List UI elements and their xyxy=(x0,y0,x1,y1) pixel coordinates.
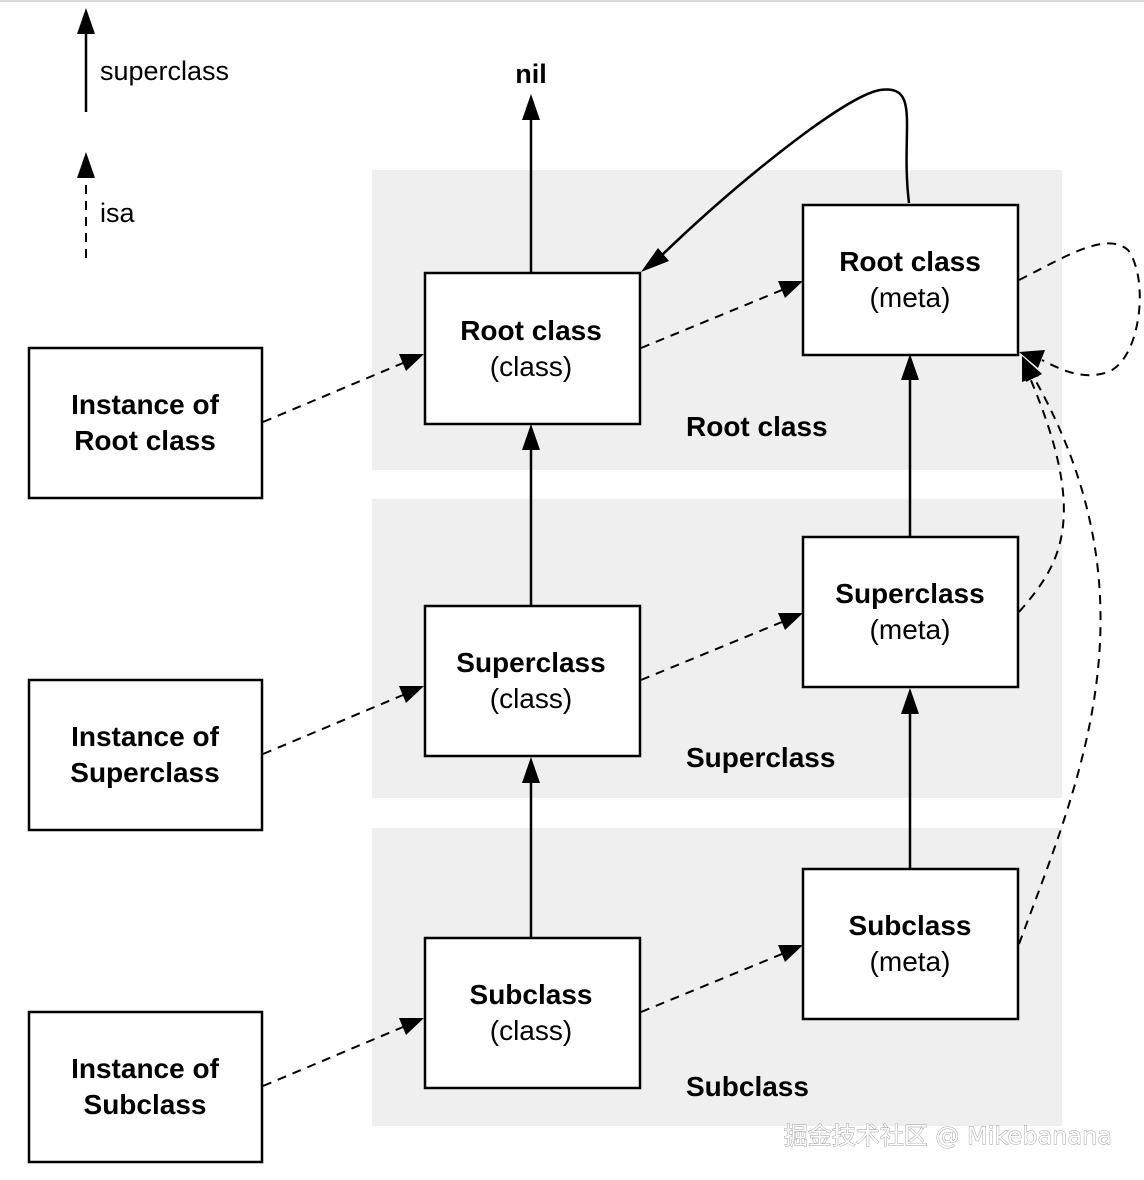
legend-isa: isa xyxy=(77,152,135,258)
nil-label: nil xyxy=(515,59,547,89)
class-root-box: Root class (class) xyxy=(423,271,642,426)
class-subclass-box: Subclass (class) xyxy=(423,936,642,1090)
meta-subclass-name: Subclass xyxy=(849,910,972,941)
class-subclass-name: Subclass xyxy=(470,979,593,1010)
instance-root-line1: Instance of xyxy=(71,389,219,420)
watermark-text: 掘金技术社区 @ Mikebanana xyxy=(784,1122,1112,1150)
class-superclass-name: Superclass xyxy=(456,647,605,678)
legend-superclass-label: superclass xyxy=(100,56,229,86)
instance-subclass-line2: Subclass xyxy=(84,1089,207,1120)
instance-superclass-line2: Superclass xyxy=(70,757,219,788)
superclass-arrows xyxy=(522,88,919,937)
meta-root-name: Root class xyxy=(839,246,981,277)
meta-superclass-name: Superclass xyxy=(835,578,984,609)
meta-superclass-kind: (meta) xyxy=(870,614,951,645)
class-root-name: Root class xyxy=(460,315,602,346)
instance-root-line2: Root class xyxy=(74,425,216,456)
meta-root-kind: (meta) xyxy=(870,282,951,313)
class-subclass-kind: (class) xyxy=(490,1015,572,1046)
isa-arrows xyxy=(262,242,1141,1087)
band-label-superclass: Superclass xyxy=(686,742,835,773)
instance-superclass-line1: Instance of xyxy=(71,721,219,752)
meta-subclass-box: Subclass (meta) xyxy=(801,867,1020,1021)
instance-superclass-box: Instance of Superclass xyxy=(27,678,264,832)
instance-subclass-box: Instance of Subclass xyxy=(27,1010,264,1164)
band-label-root: Root class xyxy=(686,411,828,442)
instance-subclass-line1: Instance of xyxy=(71,1053,219,1084)
legend-superclass: superclass xyxy=(77,8,229,112)
band-label-subclass: Subclass xyxy=(686,1071,809,1102)
top-border-line xyxy=(0,0,1144,2)
class-superclass-box: Superclass (class) xyxy=(423,604,642,758)
meta-root-box: Root class (meta) xyxy=(801,203,1020,357)
meta-superclass-box: Superclass (meta) xyxy=(801,535,1020,689)
class-root-kind: (class) xyxy=(490,351,572,382)
meta-subclass-kind: (meta) xyxy=(870,946,951,977)
class-superclass-kind: (class) xyxy=(490,683,572,714)
instance-root-box: Instance of Root class xyxy=(27,346,264,500)
legend-isa-label: isa xyxy=(100,198,135,228)
